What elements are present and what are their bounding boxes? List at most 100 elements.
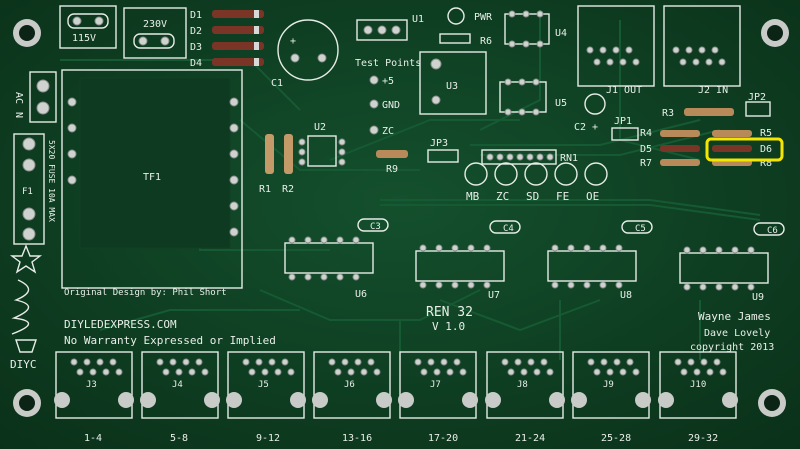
rj45-j8: J8 21-24 xyxy=(485,351,565,444)
label-d2: D2 xyxy=(190,26,202,37)
fuse-holder: F1 5X20 FUSE 10A MAX xyxy=(13,133,56,245)
label-u1: U1 xyxy=(412,14,424,25)
ic-u8: U8 xyxy=(547,244,637,301)
author-1: Wayne James xyxy=(698,310,771,323)
transformer-tf1: TF1 Original Design by: Phil Short xyxy=(61,69,243,298)
label-n: N xyxy=(13,112,24,118)
label-d5: D5 xyxy=(640,144,652,155)
author-2: Dave Lovely xyxy=(704,328,770,339)
ic-u7: U7 xyxy=(415,244,505,301)
connector-label: J6 xyxy=(344,380,355,390)
led-zc xyxy=(494,162,518,186)
website-text: DIYLEDEXPRESS.COM xyxy=(64,318,177,331)
label-j2: J2 IN xyxy=(698,85,728,96)
label-230v: 230V xyxy=(143,19,167,30)
connector-label: J7 xyxy=(430,380,441,390)
channel-range-label: 29-32 xyxy=(688,433,718,444)
rj45-j2: J2 IN xyxy=(663,5,741,96)
label-u7: U7 xyxy=(488,290,500,301)
label-d4: D4 xyxy=(190,58,202,69)
channel-range-label: 17-20 xyxy=(428,433,458,444)
ic-u5: U5 xyxy=(499,78,567,116)
jumper-jp1: JP1 xyxy=(611,116,639,141)
label-r5: R5 xyxy=(760,128,772,139)
rj45-j5: J59-12 xyxy=(226,351,306,444)
label-tp-5v: +5 xyxy=(382,76,394,87)
connector-label: J3 xyxy=(86,380,97,390)
capacitor-c1: + C1 xyxy=(271,19,339,89)
regulator-u3: U3 xyxy=(419,51,487,115)
board-title: REN 32 xyxy=(426,305,473,320)
label-u9: U9 xyxy=(752,292,764,303)
led-fe xyxy=(554,162,578,186)
rj45-j1: J1 OUT xyxy=(577,5,655,96)
channel-range-label: 21-24 xyxy=(515,433,545,444)
diode-d2 xyxy=(212,26,264,34)
diode-d3 xyxy=(212,42,264,50)
label-r1: R1 xyxy=(259,184,271,195)
diyc-logo: DIYC xyxy=(9,244,43,371)
label-u4: U4 xyxy=(555,28,567,39)
resistor-r7 xyxy=(660,159,700,166)
voltage-select: 115V 230V xyxy=(59,5,187,59)
label-c2: C2 + xyxy=(574,122,598,133)
label-fe: FE xyxy=(556,190,569,203)
label-c4: C4 xyxy=(503,224,514,234)
status-leds: MB ZC SD FE OE xyxy=(464,162,608,203)
label-r9: R9 xyxy=(386,164,398,175)
resistor-r9: R9 xyxy=(376,150,408,175)
ic-u4: U4 xyxy=(504,10,567,48)
label-c1: C1 xyxy=(271,78,283,89)
label-sd: SD xyxy=(526,190,539,203)
rj45-j7: J7 17-20 xyxy=(398,351,478,444)
label-u5: U5 xyxy=(555,98,567,109)
rj45-j4: J45-8 xyxy=(140,351,220,444)
label-jp2: JP2 xyxy=(748,92,766,103)
status-led-group: R4 D5 R7 R5 D6 R8 xyxy=(640,128,784,169)
label-ac: AC xyxy=(13,92,24,104)
resistors-r1-r2: R1 R2 xyxy=(259,134,294,195)
diodes-d1-d4: D1 D2 D3 D4 xyxy=(190,10,264,69)
label-oe: OE xyxy=(586,190,599,203)
capacitor-c2: C2 + xyxy=(574,93,606,133)
label-tp-zc: ZC xyxy=(382,126,394,137)
warranty-text: No Warranty Expressed or Implied xyxy=(64,334,276,347)
copyright-text: copyright 2013 xyxy=(690,342,774,353)
label-u2: U2 xyxy=(314,122,326,133)
connector-label: J10 xyxy=(690,380,706,390)
label-d1: D1 xyxy=(190,10,202,21)
label-tf1: TF1 xyxy=(143,172,161,183)
pwr-led: PWR R6 xyxy=(439,7,493,47)
label-test-points: Test Points xyxy=(355,58,421,69)
connector-label: J5 xyxy=(258,380,269,390)
connector-label: J8 xyxy=(517,380,528,390)
label-r4: R4 xyxy=(640,128,652,139)
label-fuse-rating: 5X20 FUSE 10A MAX xyxy=(47,140,56,222)
label-d6: D6 xyxy=(760,144,772,155)
output-connectors: J31-4J45-8J59-12J613-16J717-20J821-24J92… xyxy=(54,351,738,444)
label-r8: R8 xyxy=(760,158,772,169)
label-u8: U8 xyxy=(620,290,632,301)
resistor-r4 xyxy=(660,130,700,137)
diode-d4 xyxy=(212,58,264,66)
mounting-holes xyxy=(13,19,789,417)
label-jp1: JP1 xyxy=(614,116,632,127)
u1-header: U1 xyxy=(356,14,424,41)
led-sd xyxy=(524,162,548,186)
connector-label: J4 xyxy=(172,380,183,390)
connector-label: J9 xyxy=(603,380,614,390)
jumper-jp3: JP3 xyxy=(427,138,459,163)
label-mb: MB xyxy=(466,190,480,203)
rj45-j3: J3 1-4 xyxy=(54,351,134,444)
channel-range-label: 1-4 xyxy=(84,433,102,444)
label-tp-gnd: GND xyxy=(382,100,400,111)
resistor-r3: R3 JP2 xyxy=(662,92,771,119)
diode-d6 xyxy=(712,145,752,152)
ic-u9: U9 xyxy=(679,246,769,303)
led-oe xyxy=(584,162,608,186)
test-points: Test Points +5 GND ZC xyxy=(355,58,421,137)
board-version: V 1.0 xyxy=(432,320,465,333)
